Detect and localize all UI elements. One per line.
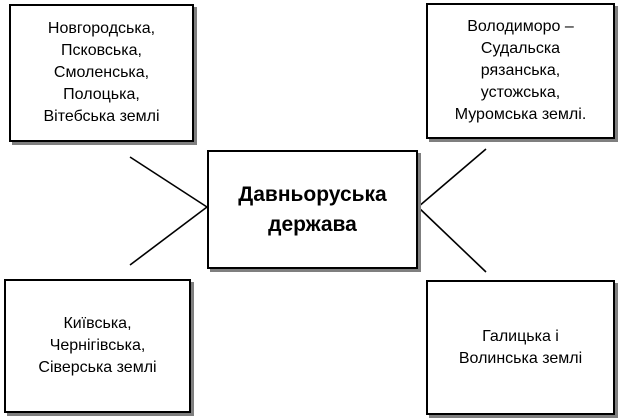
- center-box-state: Давньоруська держава: [207, 150, 418, 269]
- center-title: Давньоруська держава: [238, 182, 387, 236]
- connector-bottom-right: [417, 206, 487, 273]
- connector-top-left: [129, 156, 208, 208]
- region-box-southwest: Київська, Чернігівська, Сіверська землі: [4, 279, 191, 413]
- connector-top-right: [417, 148, 487, 208]
- region-label-northeast: Володиморо – Судальска рязанська, устожс…: [454, 18, 587, 123]
- region-label-southeast: Галицька і Волинська землі: [458, 327, 583, 367]
- region-box-northeast: Володиморо – Судальска рязанська, устожс…: [426, 3, 615, 139]
- region-box-southeast: Галицька і Волинська землі: [426, 280, 615, 415]
- region-label-northwest: Новгородська, Псковська, Смоленська, Пол…: [43, 20, 160, 125]
- region-label-southwest: Київська, Чернігівська, Сіверська землі: [38, 315, 157, 376]
- region-box-northwest: Новгородська, Псковська, Смоленська, Пол…: [9, 4, 194, 142]
- connector-bottom-left: [129, 206, 208, 266]
